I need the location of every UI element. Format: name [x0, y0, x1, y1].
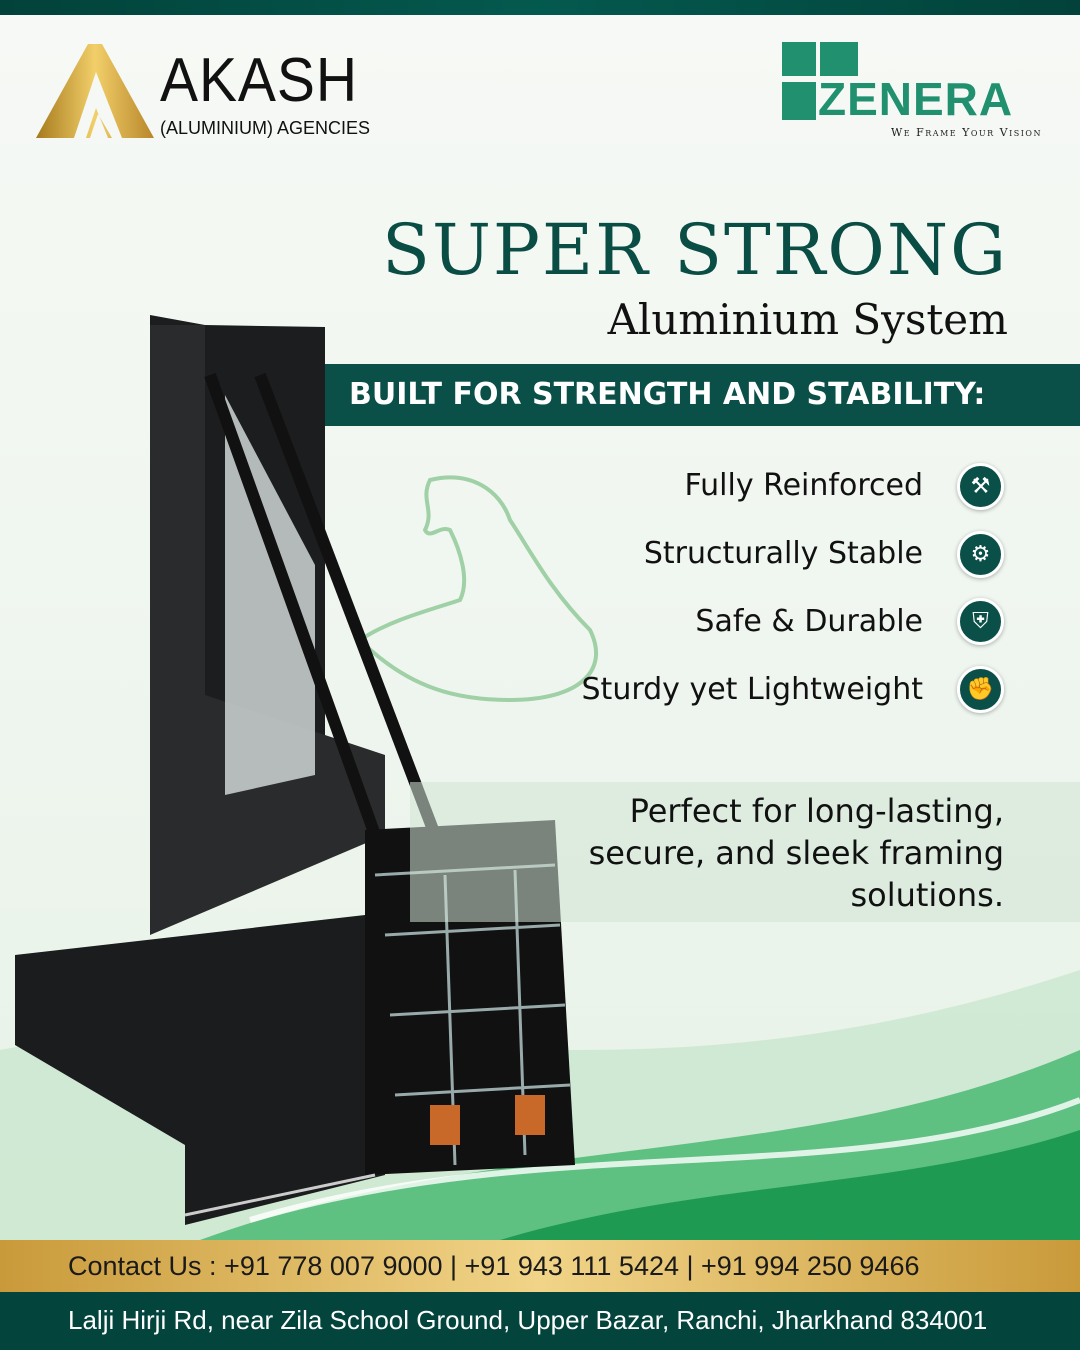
akash-name: AKASH	[160, 46, 358, 115]
arm-gear-icon: ✊	[957, 666, 1004, 713]
tagline-panel: Perfect for long-lasting, secure, and sl…	[410, 782, 1080, 922]
tagline-text: Perfect for long-lasting, secure, and sl…	[588, 792, 1004, 914]
anvil-hammer-icon: ⚒	[957, 463, 1004, 510]
flexed-arm-illustration	[356, 475, 598, 703]
contact-bar: Contact Us : +91 778 007 9000 | +91 943 …	[0, 1240, 1080, 1292]
akash-logo-mark	[36, 44, 154, 138]
subheadline: Aluminium System	[607, 295, 1008, 344]
address-text: Lalji Hirji Rd, near Zila School Ground,…	[68, 1305, 988, 1335]
akash-subtitle: (ALUMINIUM) AGENCIES	[160, 118, 371, 138]
contact-text[interactable]: Contact Us : +91 778 007 9000 | +91 943 …	[68, 1251, 920, 1281]
feature-label: Fully Reinforced	[684, 468, 923, 503]
shield-fist-icon: ⛨	[957, 598, 1004, 645]
headline: SUPER STRONG	[381, 209, 1008, 291]
zenera-logo-mark	[782, 42, 858, 120]
gear-arrow-icon: ⚙	[957, 531, 1004, 578]
top-bar	[0, 0, 1080, 15]
akash-logo: AKASH (ALUMINIUM) AGENCIES	[36, 44, 396, 140]
aluminium-window-profile-image	[15, 315, 575, 1225]
strength-banner: BUILT FOR STRENGTH AND STABILITY:	[325, 364, 1080, 426]
feature-label: Sturdy yet Lightweight	[581, 672, 923, 707]
zenera-logo: ZENERA We Frame Your Vision	[780, 40, 1042, 140]
zenera-tagline: We Frame Your Vision	[891, 126, 1042, 139]
address-bar: Lalji Hirji Rd, near Zila School Ground,…	[0, 1292, 1080, 1350]
zenera-name: ZENERA	[818, 73, 1014, 125]
feature-label: Safe & Durable	[695, 604, 923, 639]
strength-banner-text: BUILT FOR STRENGTH AND STABILITY:	[349, 377, 986, 412]
feature-label: Structurally Stable	[643, 536, 923, 571]
